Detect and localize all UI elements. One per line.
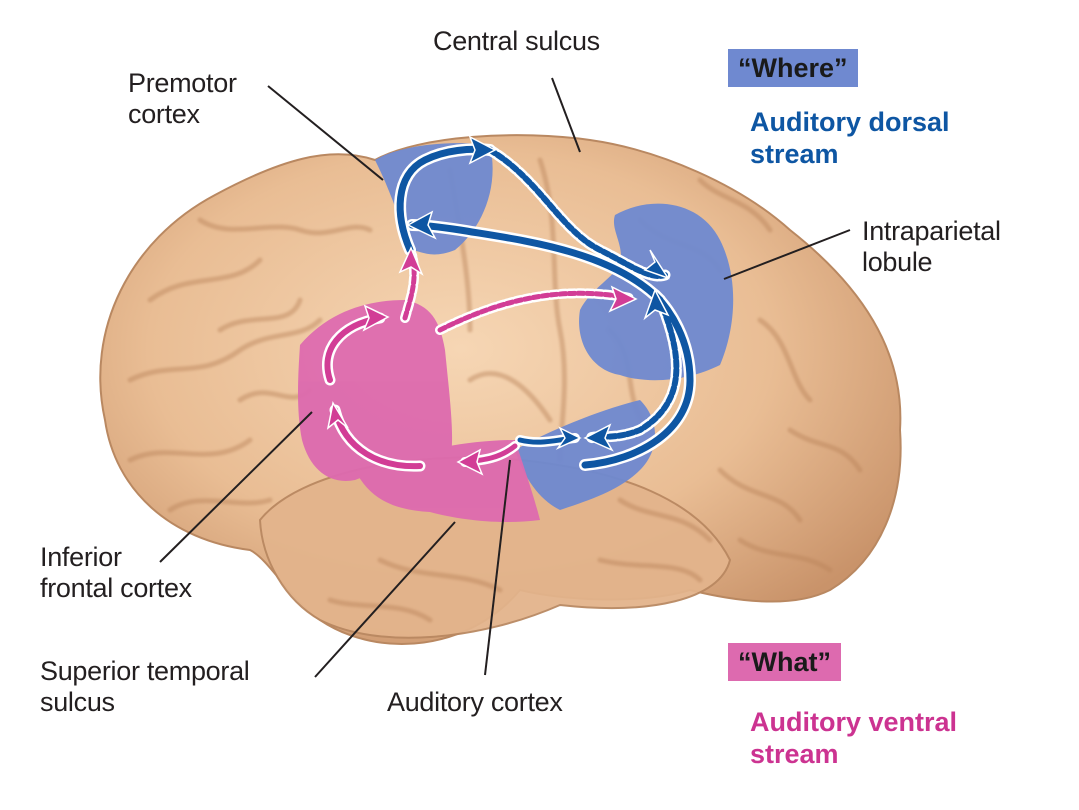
arrowhead	[398, 246, 424, 276]
arrowhead	[468, 135, 497, 165]
leader-premotor	[267, 85, 384, 181]
arrowhead	[643, 249, 670, 280]
arrowhead	[406, 210, 437, 240]
leader-central-sulcus	[551, 77, 581, 153]
arrowhead	[362, 304, 390, 332]
leader-inferior-frontal	[159, 411, 313, 563]
leader-lines	[159, 77, 851, 678]
label-superior-temporal-sulcus: Superior temporal sulcus	[40, 656, 250, 717]
arrowhead	[456, 448, 484, 476]
title-auditory-ventral-stream: Auditory ventral stream	[750, 707, 958, 769]
arrowhead	[643, 288, 670, 321]
tag-what: “What”	[728, 643, 841, 681]
dorsal-stream-arrows-fill	[396, 145, 694, 469]
arrowhead	[583, 423, 614, 452]
ventral-arrowheads	[326, 246, 638, 476]
arrowhead	[555, 426, 582, 450]
dorsal-arrowheads	[406, 135, 670, 452]
region-posterior-temporal	[515, 400, 655, 510]
label-premotor-cortex: Premotor cortex	[128, 68, 237, 129]
title-auditory-dorsal-stream: Auditory dorsal stream	[750, 107, 950, 169]
label-auditory-cortex: Auditory cortex	[387, 687, 563, 717]
label-intraparietal-lobule: Intraparietal lobule	[862, 216, 1001, 277]
tag-where: “Where”	[728, 49, 858, 87]
arrowhead	[608, 285, 638, 313]
arrowhead	[326, 400, 349, 430]
leader-intraparietal	[723, 229, 851, 280]
leader-auditory-cortex	[484, 459, 511, 676]
label-inferior-frontal-cortex: Inferior frontal cortex	[40, 542, 192, 603]
leader-superior-temporal	[314, 521, 456, 678]
label-central-sulcus: Central sulcus	[433, 26, 600, 56]
